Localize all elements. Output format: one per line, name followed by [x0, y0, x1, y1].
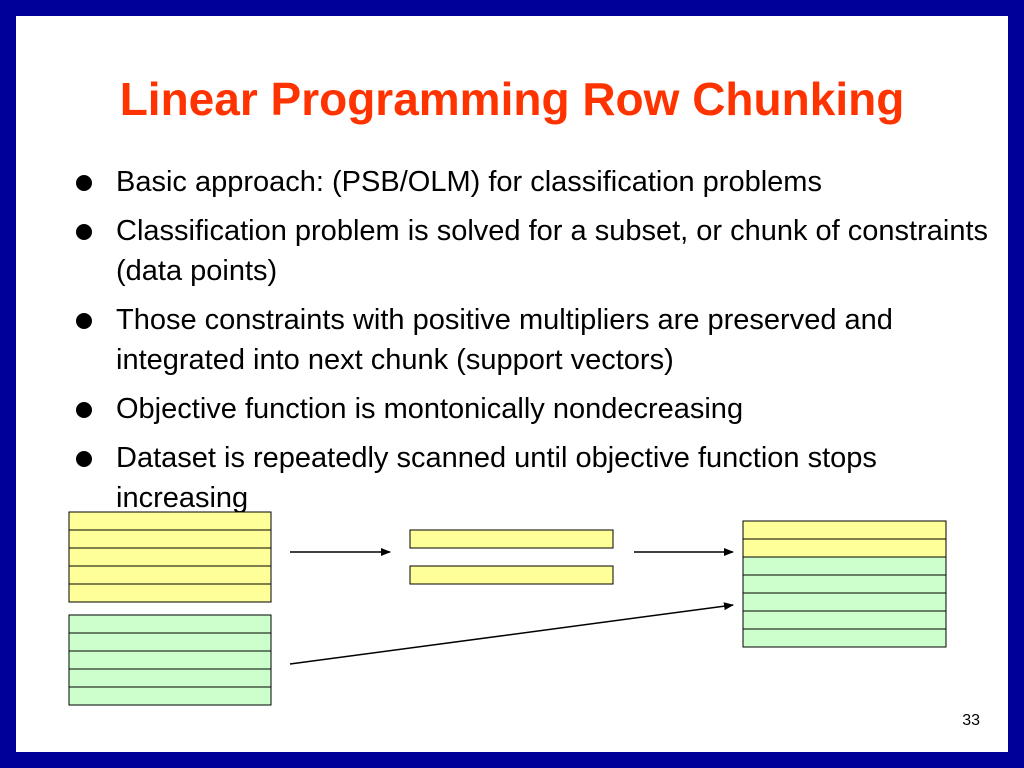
bullet-item: Classification problem is solved for a s…	[76, 211, 996, 291]
bullet-item: Basic approach: (PSB/OLM) for classifica…	[76, 162, 996, 202]
bullet-text: Those constraints with positive multipli…	[116, 304, 893, 376]
bullet-text: Basic approach: (PSB/OLM) for classifica…	[116, 166, 822, 198]
bullet-item: Those constraints with positive multipli…	[76, 300, 996, 380]
bullet-list: Basic approach: (PSB/OLM) for classifica…	[76, 162, 996, 527]
bullet-dot-icon	[76, 402, 92, 418]
slide-title: Linear Programming Row Chunking	[119, 73, 905, 125]
bullet-text: Objective function is montonically nonde…	[116, 393, 744, 425]
bullet-dot-icon	[76, 451, 92, 467]
bullet-item: Objective function is montonically nonde…	[76, 389, 996, 429]
bullet-text: Classification problem is solved for a s…	[116, 215, 989, 287]
bullet-item: Dataset is repeatedly scanned until obje…	[76, 438, 996, 518]
bullet-dot-icon	[76, 313, 92, 329]
bullet-text: Dataset is repeatedly scanned until obje…	[116, 442, 877, 514]
bullet-dot-icon	[76, 175, 92, 191]
bullet-dot-icon	[76, 224, 92, 240]
page-number: 33	[962, 712, 980, 729]
